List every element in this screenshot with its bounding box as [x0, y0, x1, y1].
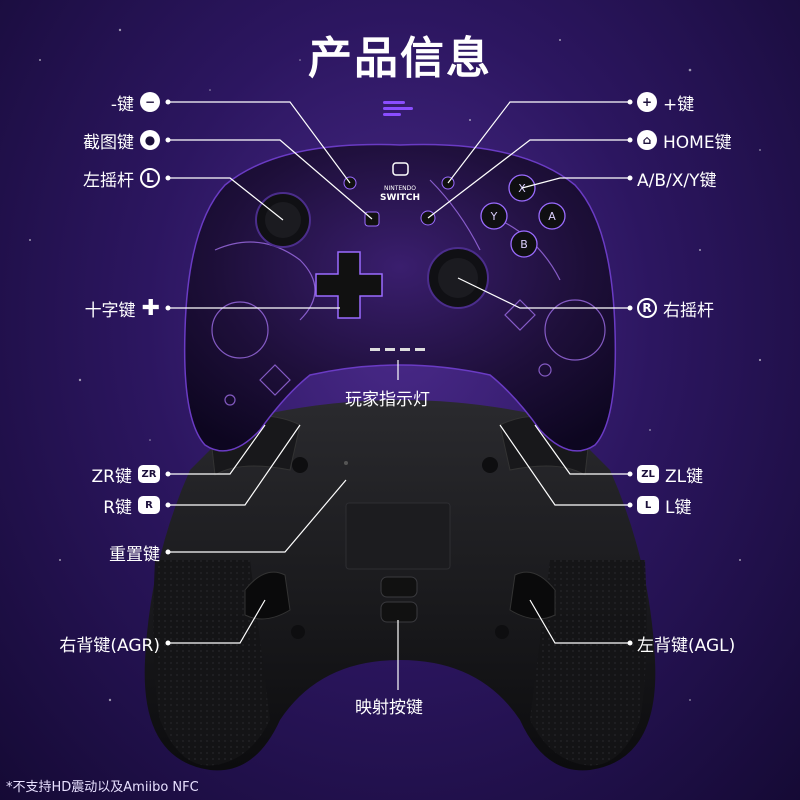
page-title: 产品信息 [308, 33, 492, 84]
label-r-text: R键 [103, 497, 132, 518]
brand-line2: SWITCH [380, 193, 420, 203]
label-minus-text: -键 [110, 94, 134, 115]
label-l: L L键 [637, 492, 691, 518]
label-zl-text: ZL键 [665, 466, 704, 487]
menu-decoration-icon [383, 101, 413, 116]
label-agr: 右背键(AGR) [59, 630, 160, 656]
left-stick-icon: L [140, 168, 160, 188]
button-b-label: B [520, 238, 528, 251]
zr-icon: ZR [138, 465, 160, 483]
dpad-icon: ✚ [141, 295, 160, 321]
l-icon: L [637, 496, 659, 514]
label-zr: ZR键 ZR [92, 461, 160, 487]
label-reset: 重置键 [109, 539, 160, 565]
label-capture: 截图键 ● [83, 127, 160, 153]
label-reset-text: 重置键 [109, 544, 160, 565]
label-l-text: L键 [665, 497, 692, 518]
footnote: *不支持HD震动以及Amiibo NFC [6, 780, 199, 795]
label-zr-text: ZR键 [91, 466, 132, 487]
label-home-text: HOME键 [663, 132, 732, 153]
label-capture-text: 截图键 [83, 132, 134, 153]
minus-icon: − [140, 92, 160, 112]
label-player-led: 玩家指示灯 [345, 384, 430, 410]
label-dpad: 十字键 ✚ [85, 295, 160, 321]
zl-icon: ZL [637, 465, 659, 483]
label-dpad-text: 十字键 [84, 300, 136, 321]
label-abxy: A/B/X/Y键 [637, 165, 717, 191]
label-plus-text: +键 [663, 94, 695, 115]
home-icon: ⌂ [637, 130, 657, 150]
label-home: ⌂ HOME键 [637, 127, 732, 153]
label-abxy-text: A/B/X/Y键 [637, 170, 717, 191]
label-player-led-text: 玩家指示灯 [345, 389, 430, 410]
label-left-stick-text: 左摇杆 [83, 170, 134, 191]
label-agl: 左背键(AGL) [637, 630, 735, 656]
button-a-label: A [548, 210, 556, 223]
label-mapping-text: 映射按键 [355, 697, 423, 718]
label-right-stick: R 右摇杆 [637, 295, 714, 321]
label-plus: + +键 [637, 89, 694, 115]
label-agl-text: 左背键(AGL) [637, 635, 736, 656]
r-icon: R [138, 496, 160, 514]
plus-icon: + [637, 92, 657, 112]
brand-line1: NINTENDO [384, 185, 416, 192]
capture-icon: ● [140, 130, 160, 150]
label-right-stick-text: 右摇杆 [663, 300, 714, 321]
label-agr-text: 右背键(AGR) [59, 635, 160, 656]
button-y-label: Y [490, 210, 498, 223]
label-minus: -键 − [111, 89, 160, 115]
label-r: R键 R [103, 492, 160, 518]
label-mapping: 映射按键 [355, 692, 423, 718]
back-controller [144, 400, 656, 771]
right-stick-icon: R [637, 298, 657, 318]
leader-lines [168, 101, 630, 690]
label-left-stick: 左摇杆 L [83, 165, 160, 191]
label-zl: ZL ZL键 [637, 461, 703, 487]
